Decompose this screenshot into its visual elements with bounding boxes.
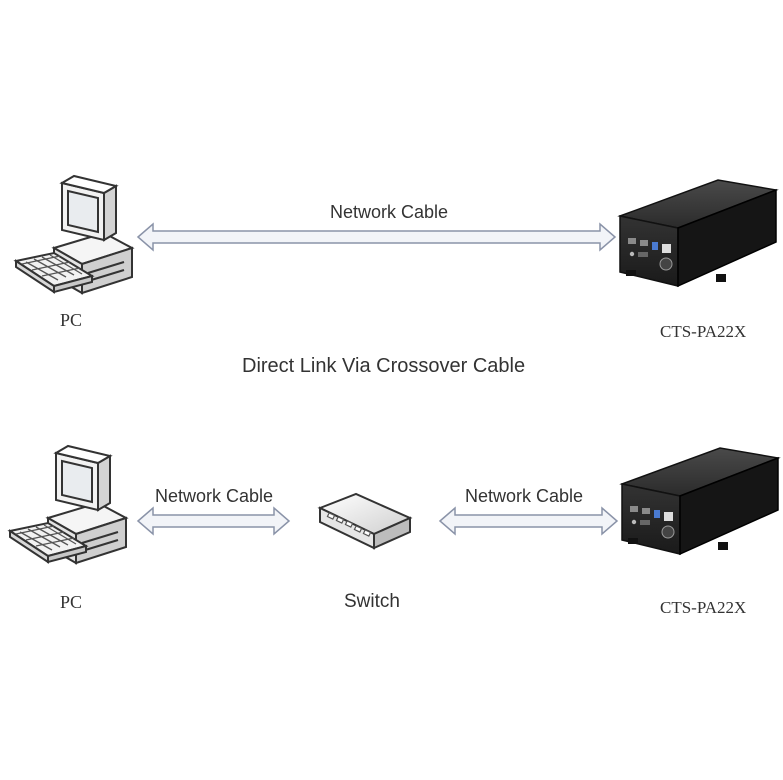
top-pc-label: PC — [60, 310, 83, 330]
bottom-pc-label: PC — [60, 592, 83, 612]
cts-pa22x-device-icon — [619, 179, 777, 287]
bottom-device-label: CTS-PA22X — [660, 598, 747, 617]
network-switch-icon — [319, 493, 411, 549]
bottom-left-cable-label: Network Cable — [155, 486, 274, 506]
desktop-pc-icon — [9, 445, 127, 564]
top-caption: Direct Link Via Crossover Cable — [242, 355, 526, 377]
top-cable-label: Network Cable — [330, 202, 449, 222]
cts-pa22x-device-icon — [621, 447, 779, 555]
top-device-label: CTS-PA22X — [660, 322, 747, 341]
desktop-pc-icon — [15, 175, 133, 294]
bidirectional-arrow-top — [136, 222, 617, 252]
bottom-switch-label: Switch — [344, 591, 400, 612]
bottom-right-cable-label: Network Cable — [465, 486, 584, 506]
bidirectional-arrow-bottom-left — [136, 506, 291, 536]
bidirectional-arrow-bottom-right — [438, 506, 619, 536]
